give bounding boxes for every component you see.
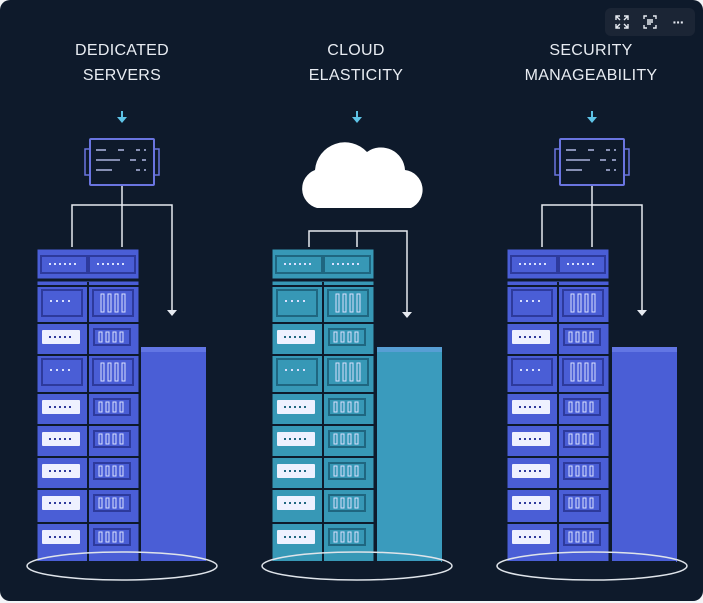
drive-bay xyxy=(563,462,601,480)
storage-tower xyxy=(612,347,677,562)
server-chip-icon xyxy=(84,138,160,186)
drive-bay xyxy=(327,289,369,317)
base-ring xyxy=(261,551,453,581)
drive-bay xyxy=(328,430,366,448)
title-security-manageability: SECURITY MANAGEABILITY xyxy=(491,38,691,88)
arrow-down-icon xyxy=(637,310,647,316)
scan-icon xyxy=(643,15,657,29)
drive-bay xyxy=(92,289,134,317)
arrow-down-icon xyxy=(352,117,362,123)
column-cloud xyxy=(261,111,453,581)
drive-bay xyxy=(563,528,601,546)
drive-bay xyxy=(328,398,366,416)
image-toolbar: ··· xyxy=(605,8,695,36)
arrow-down-icon xyxy=(117,117,127,123)
title-line-1: SECURITY xyxy=(549,42,633,59)
base-ring xyxy=(26,551,218,581)
title-cloud-elasticity: CLOUD ELASTICITY xyxy=(256,38,456,88)
more-icon: ··· xyxy=(672,14,685,30)
base-ring xyxy=(496,551,688,581)
column-dedicated xyxy=(26,111,218,581)
drive-bay xyxy=(276,289,318,317)
server-rack xyxy=(36,248,140,563)
drive-bay xyxy=(328,328,366,346)
arrow-down-icon xyxy=(587,117,597,123)
drive-bay xyxy=(41,289,83,317)
drive-bay xyxy=(93,398,131,416)
drive-bay xyxy=(93,462,131,480)
drive-bay xyxy=(562,358,604,386)
drive-bay xyxy=(563,398,601,416)
connector-lines xyxy=(71,185,177,316)
title-line-2: SERVERS xyxy=(82,67,162,84)
drive-bay xyxy=(563,494,601,512)
server-rack xyxy=(271,248,375,563)
storage-tower xyxy=(377,347,442,562)
drive-slot xyxy=(558,255,606,274)
drive-slot xyxy=(275,255,323,274)
scan-button[interactable] xyxy=(637,10,663,34)
drive-bay xyxy=(92,358,134,386)
drive-bay xyxy=(562,289,604,317)
title-dedicated-servers: DEDICATED SERVERS xyxy=(22,38,222,88)
drive-bay xyxy=(93,528,131,546)
drive-bay xyxy=(511,358,553,386)
title-line-2: ELASTICITY xyxy=(308,67,404,84)
column-security xyxy=(496,111,688,581)
arrow-down-icon xyxy=(167,310,177,316)
title-line-1: DEDICATED xyxy=(75,42,169,59)
drive-bay xyxy=(328,528,366,546)
more-button[interactable]: ··· xyxy=(665,10,691,34)
drive-bay xyxy=(328,494,366,512)
drive-bay xyxy=(563,328,601,346)
server-chip-icon xyxy=(554,138,630,186)
drive-bay xyxy=(93,430,131,448)
drive-slot xyxy=(88,255,136,274)
connector-lines xyxy=(308,230,412,318)
expand-icon xyxy=(615,15,629,29)
drive-slot xyxy=(40,255,88,274)
title-line-1: CLOUD xyxy=(327,42,385,59)
drive-slot xyxy=(510,255,558,274)
storage-tower xyxy=(141,347,206,562)
drive-bay xyxy=(563,430,601,448)
arrow-down-icon xyxy=(402,312,412,318)
drive-bay xyxy=(276,358,318,386)
server-rack xyxy=(506,248,610,563)
cloud-icon xyxy=(302,142,423,208)
drive-bay xyxy=(511,289,553,317)
expand-button[interactable] xyxy=(609,10,635,34)
drive-bay xyxy=(41,358,83,386)
drive-bay xyxy=(93,328,131,346)
connector-lines xyxy=(541,185,647,316)
drive-bay xyxy=(327,358,369,386)
drive-bay xyxy=(328,462,366,480)
title-line-2: MANAGEABILITY xyxy=(524,67,658,84)
drive-slot xyxy=(323,255,371,274)
drive-bay xyxy=(93,494,131,512)
